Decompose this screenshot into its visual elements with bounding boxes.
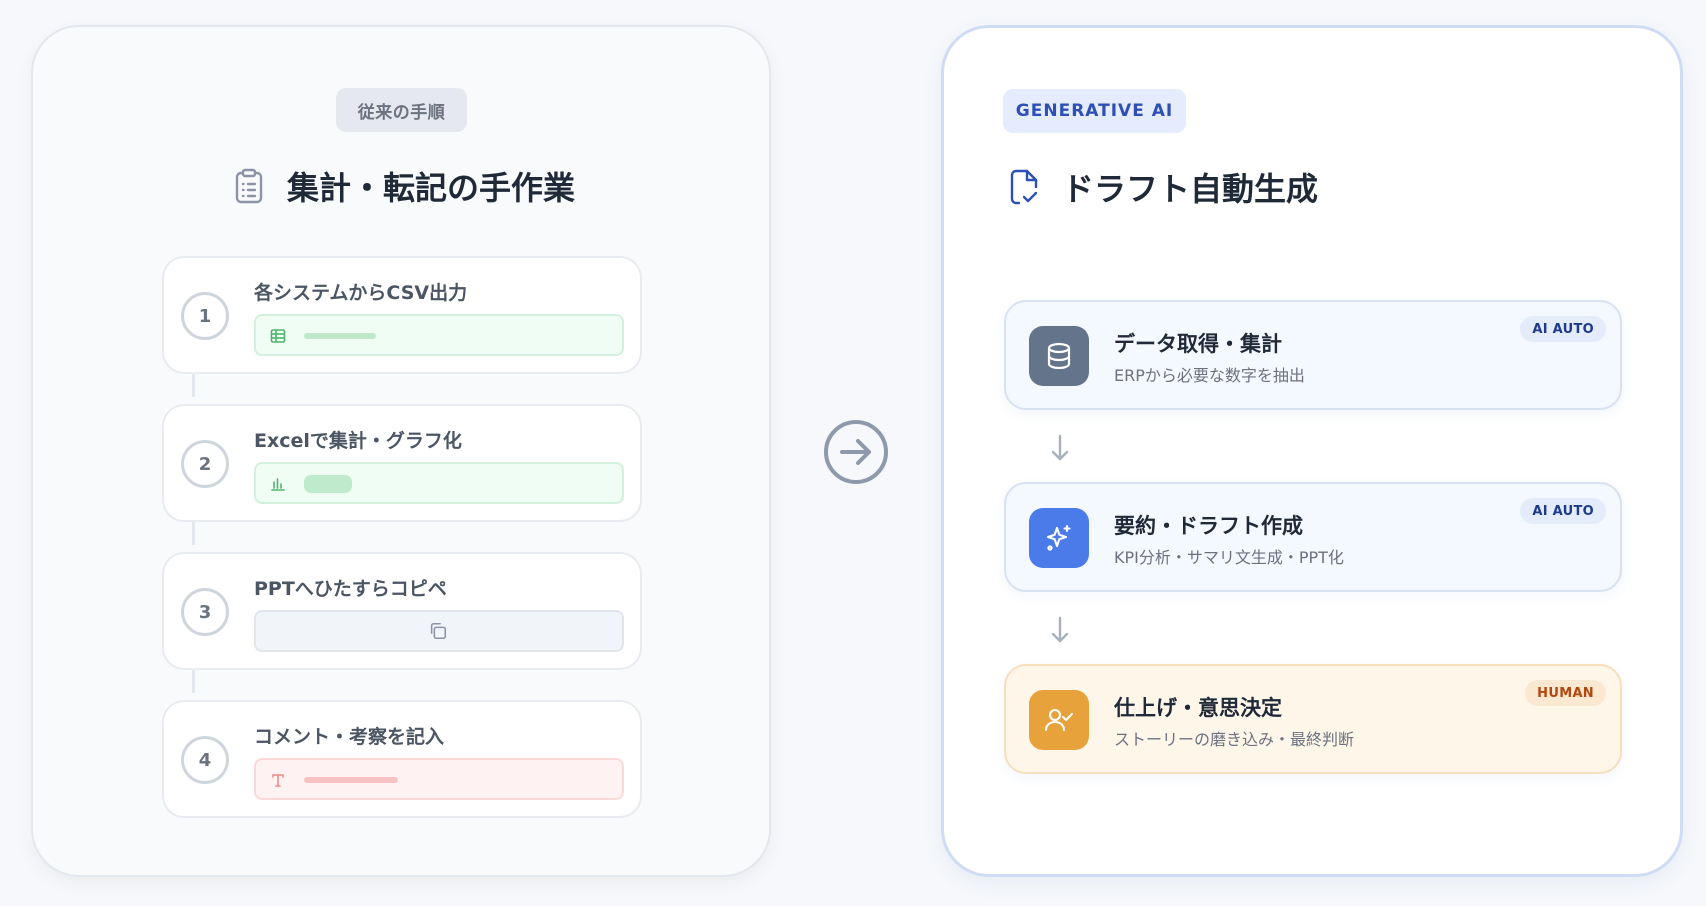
table-icon	[268, 326, 288, 346]
manual-process-panel: 従来の手順 集計・転記の手作業 1 各システムからCSV出力	[31, 25, 771, 877]
card-title: 仕上げ・意思決定	[1114, 696, 1282, 720]
manual-process-title: 集計・転記の手作業	[229, 163, 575, 209]
legacy-badge: 従来の手順	[336, 88, 467, 132]
step-card-2: 2 Excelで集計・グラフ化	[162, 404, 642, 522]
generative-ai-badge: GENERATIVE AI	[1003, 89, 1186, 133]
card-title: データ取得・集計	[1114, 332, 1282, 356]
draft-generation-title-text: ドラフト自動生成	[1062, 170, 1319, 208]
step-label: 各システムからCSV出力	[254, 282, 468, 304]
human-tag: HUMAN	[1525, 680, 1606, 706]
step-card-1: 1 各システムからCSV出力	[162, 256, 642, 374]
user-check-icon	[1029, 690, 1089, 750]
arrow-right-circle-icon	[822, 418, 890, 486]
step-card-4: 4 コメント・考察を記入	[162, 700, 642, 818]
draft-generation-title: ドラフト自動生成	[1004, 164, 1318, 210]
comment-bar	[254, 758, 624, 800]
step-label: Excelで集計・グラフ化	[254, 430, 462, 452]
step-connector	[192, 515, 195, 545]
step-number: 3	[181, 588, 229, 636]
csv-output-bar	[254, 314, 624, 356]
text-icon	[268, 770, 288, 790]
step-card-3: 3 PPTへひたすらコピペ	[162, 552, 642, 670]
step-label: コメント・考察を記入	[254, 726, 445, 748]
step-number: 4	[181, 736, 229, 784]
card-title: 要約・ドラフト作成	[1114, 514, 1303, 538]
ai-auto-tag: AI AUTO	[1520, 498, 1606, 524]
arrow-down-icon	[1048, 431, 1072, 465]
bar-chart-icon	[268, 474, 288, 494]
data-collection-card: データ取得・集計 ERPから必要な数字を抽出 AI AUTO	[1004, 300, 1622, 410]
ai-auto-tag: AI AUTO	[1520, 316, 1606, 342]
arrow-down-icon	[1048, 613, 1072, 647]
step-number: 1	[181, 292, 229, 340]
step-connector	[192, 367, 195, 397]
database-icon	[1029, 326, 1089, 386]
file-check-icon	[1004, 167, 1044, 207]
step-label: PPTへひたすらコピペ	[254, 578, 447, 600]
finalize-decision-card: 仕上げ・意思決定 ストーリーの磨き込み・最終判断 HUMAN	[1004, 664, 1622, 774]
step-connector	[192, 663, 195, 693]
placeholder-pill	[304, 475, 352, 493]
manual-process-title-text: 集計・転記の手作業	[287, 169, 576, 207]
summary-draft-card: 要約・ドラフト作成 KPI分析・サマリ文生成・PPT化 AI AUTO	[1004, 482, 1622, 592]
copy-paste-bar	[254, 610, 624, 652]
copy-icon	[428, 621, 448, 641]
chart-bar	[254, 462, 624, 504]
clipboard-icon	[229, 166, 269, 206]
step-number: 2	[181, 440, 229, 488]
card-subtitle: ストーリーの磨き込み・最終判断	[1114, 730, 1355, 749]
placeholder-line	[304, 777, 398, 783]
sparkles-icon	[1029, 508, 1089, 568]
card-subtitle: KPI分析・サマリ文生成・PPT化	[1114, 548, 1344, 567]
placeholder-line	[304, 333, 376, 339]
card-subtitle: ERPから必要な数字を抽出	[1114, 366, 1305, 385]
generative-ai-panel: GENERATIVE AI ドラフト自動生成 データ取得・集計 ERPから必要な…	[941, 25, 1683, 877]
